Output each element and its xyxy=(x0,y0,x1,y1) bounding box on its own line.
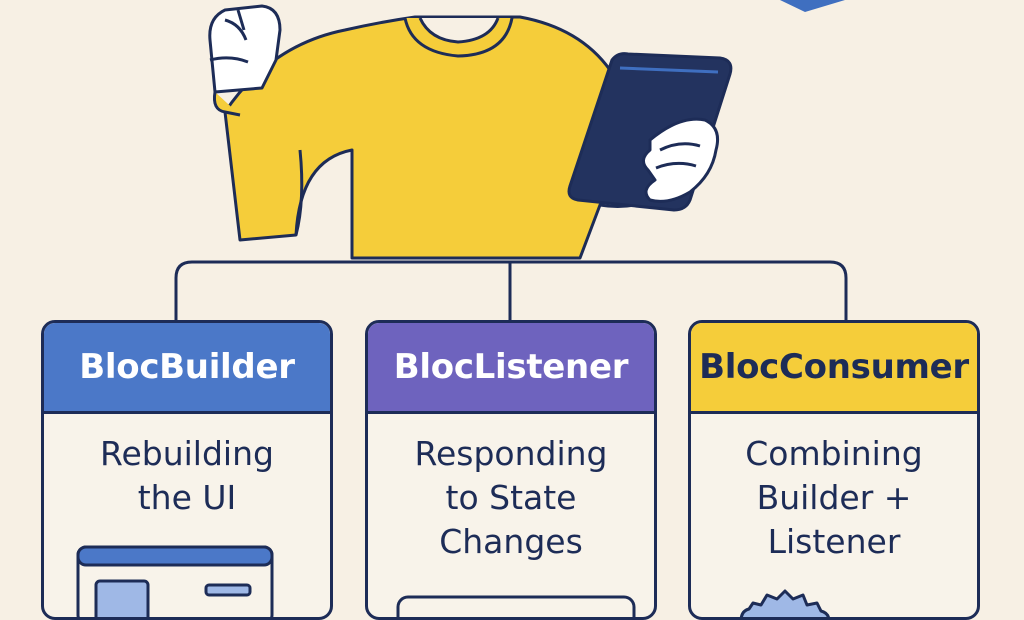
phone-icon xyxy=(396,595,636,617)
card-bloclistener: BlocListener Responding to State Changes xyxy=(365,320,657,620)
corner-decoration xyxy=(780,0,845,12)
card-blocbuilder: BlocBuilder Rebuilding the UI xyxy=(41,320,333,620)
card-description: Rebuilding the UI xyxy=(100,434,274,517)
connector-lines xyxy=(174,260,848,322)
hand xyxy=(642,117,720,203)
card-blocconsumer: BlocConsumer Combining Builder + Listene… xyxy=(688,320,980,620)
card-title: BlocConsumer xyxy=(691,323,977,414)
person-illustration xyxy=(174,0,848,322)
sweater xyxy=(223,15,642,260)
window-icon xyxy=(76,545,274,617)
card-title: BlocBuilder xyxy=(44,323,330,414)
card-description: Combining Builder + Listener xyxy=(745,434,923,561)
raised-fist xyxy=(208,4,282,117)
card-description: Responding to State Changes xyxy=(414,434,608,561)
gear-icon xyxy=(739,589,830,617)
card-title: BlocListener xyxy=(368,323,654,414)
